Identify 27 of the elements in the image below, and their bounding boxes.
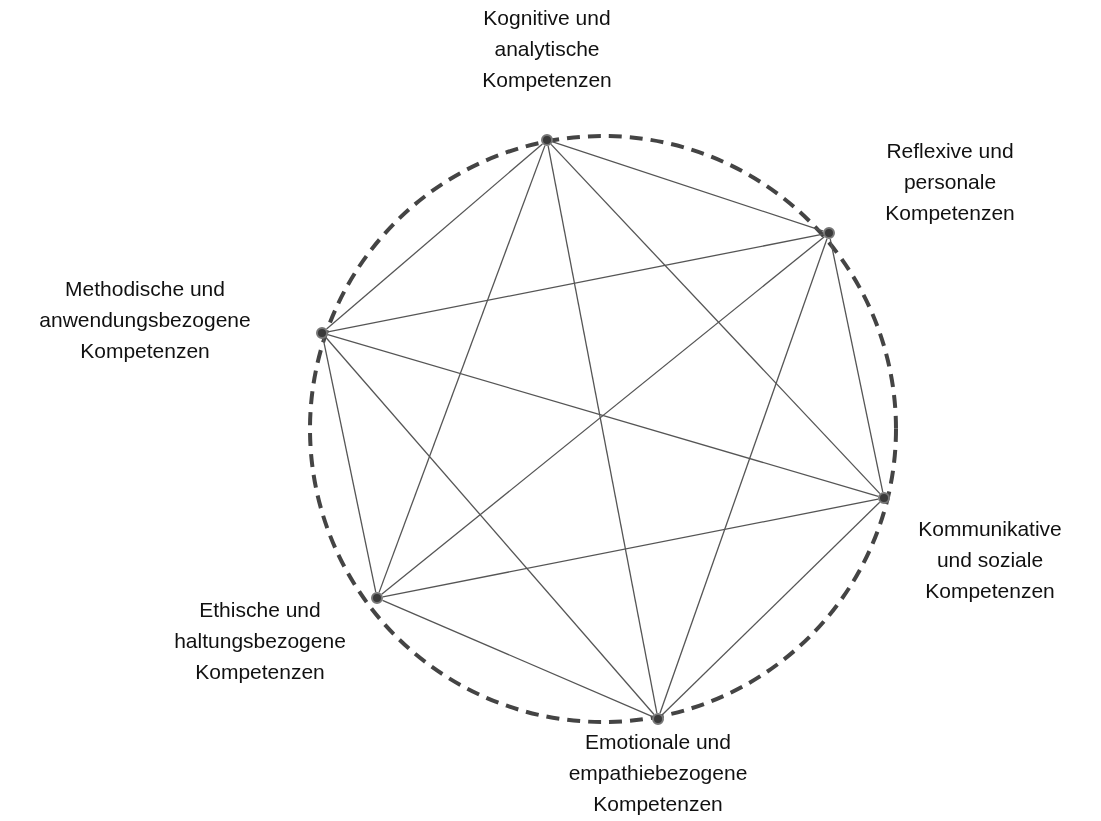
point-marker xyxy=(316,327,328,339)
competence-label: Methodische und anwendungsbezogene Kompetenzen xyxy=(38,276,252,364)
connector-line xyxy=(829,238,884,493)
competence-label: Ethische und haltungsbezogene Kompetenzen xyxy=(173,597,347,685)
connector-line xyxy=(552,141,824,232)
point-marker xyxy=(652,713,664,725)
connector-line xyxy=(325,336,655,716)
point-marker xyxy=(823,227,835,239)
connector-line xyxy=(378,145,546,594)
connector-line xyxy=(327,334,879,497)
connector-line xyxy=(659,238,828,714)
competence-label: Reflexive und personale Kompetenzen xyxy=(884,138,1016,226)
connector-line xyxy=(382,498,879,598)
connector-line xyxy=(381,599,654,718)
connector-line xyxy=(322,338,377,593)
point-marker xyxy=(371,592,383,604)
connector-line xyxy=(327,233,824,333)
connector-line xyxy=(661,501,881,716)
connector-line xyxy=(325,143,544,330)
connector-line xyxy=(381,236,825,595)
connector-line xyxy=(550,143,881,495)
point-marker xyxy=(541,134,553,146)
competence-label: Emotionale und empathiebezogene Kompetenzen xyxy=(567,729,749,817)
competence-label: Kommunikative und soziale Kompetenzen xyxy=(917,516,1063,604)
connector-line xyxy=(547,145,658,714)
competence-label: Kognitive und analytische Kompetenzen xyxy=(481,5,613,93)
point-marker xyxy=(878,492,890,504)
